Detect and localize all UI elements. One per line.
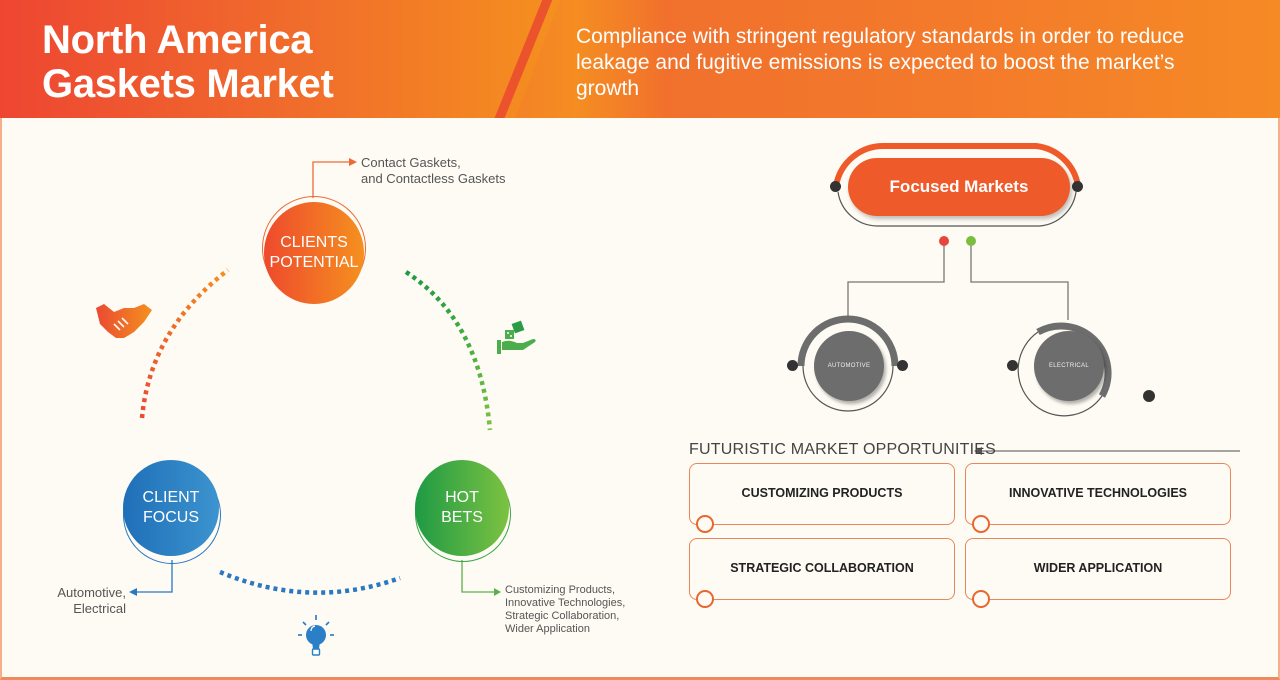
blue-dotted-arc [219,569,401,595]
lightbulb-icon [298,615,334,656]
note-line: Electrical [73,601,126,616]
client-focus-label-2: FOCUS [143,509,199,526]
note-line: Contact Gaskets, [361,155,461,170]
handshake-icon [96,304,152,338]
clients-potential-note: Contact Gaskets, and Contactless Gaskets [361,155,506,187]
clients-potential-label-2: POTENTIAL [269,254,359,271]
header-left-panel [0,0,560,118]
title-line-1: North America [42,18,313,62]
opportunity-card: WIDER APPLICATION [965,538,1231,608]
card-knob-icon [972,590,990,608]
note-line: Customizing Products, [505,584,616,596]
opportunity-label: INNOVATIVE TECHNOLOGIES [1008,486,1188,500]
electrical-lower-dot [1143,390,1155,402]
clients-potential-label-1: CLIENTS [280,234,348,251]
market-automotive: AUTOMOTIVE [814,331,884,401]
market-electrical-label: ELECTRICAL [1048,363,1089,369]
opportunity-label: STRATEGIC COLLABORATION [730,561,914,575]
header-tagline: Compliance with stringent regulatory sta… [576,25,1185,100]
client-focus-label-1: CLIENT [142,489,200,506]
note-line: Strategic Collaboration, [505,610,620,622]
clients-potential-ring [262,196,366,300]
note-line: Wider Application [505,623,590,635]
header-banner: North America Gaskets Market Compliance … [0,0,1280,118]
clients-potential-node: CLIENTS POTENTIAL [264,202,364,304]
market-electrical: ELECTRICAL [1034,331,1104,401]
hot-bets-node: HOT BETS [415,460,509,556]
opportunity-card: INNOVATIVE TECHNOLOGIES [965,463,1231,533]
orange-dotted-arc [139,268,230,419]
hot-bets-label-1: HOT [445,489,479,506]
client-focus-node: CLIENT FOCUS [123,460,219,556]
hot-bets-label-2: BETS [441,509,483,526]
opportunities-title: FUTURISTIC MARKET OPPORTUNITIES [689,441,996,458]
opportunity-card: STRATEGIC COLLABORATION [689,538,955,608]
opportunity-label: CUSTOMIZING PRODUCTS [741,486,903,500]
green-connector-dot [966,236,976,246]
opportunity-card: CUSTOMIZING PRODUCTS [689,463,955,533]
market-automotive-label: AUTOMOTIVE [827,363,871,369]
note-line: Innovative Technologies, [505,597,626,609]
card-knob-icon [972,515,990,533]
automotive-left-dot [787,360,798,371]
card-knob-icon [696,515,714,533]
red-connector-dot [939,236,949,246]
hot-bets-note: Customizing Products, Innovative Technol… [505,584,625,636]
fm-left-dot [830,181,841,192]
opportunity-label: WIDER APPLICATION [1033,561,1163,575]
electrical-left-dot [1007,360,1018,371]
fm-right-dot [1072,181,1083,192]
dice-hand-icon [497,320,536,354]
title-line-2: Gaskets Market [42,62,334,106]
card-knob-icon [696,590,714,608]
automotive-right-dot [897,360,908,371]
client-focus-note: Automotive, Electrical [48,585,126,617]
green-dotted-arc [404,270,493,431]
note-line: Automotive, [57,585,126,600]
note-line: and Contactless Gaskets [361,171,506,186]
focused-markets-badge: Focused Markets [848,158,1070,216]
page-title: North America Gaskets Market [42,18,334,106]
